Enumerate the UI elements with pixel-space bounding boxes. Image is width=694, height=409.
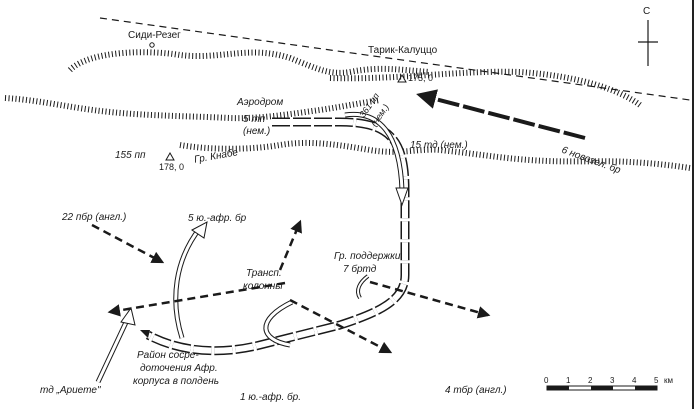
escarpment-north: [67, 49, 642, 108]
label-height-175: 175, 0: [408, 73, 434, 83]
label-aerodrom: Аэродром: [237, 97, 284, 108]
label-5-tp-line1: 5 тп: [243, 114, 266, 125]
scale-tick-2: 2: [588, 376, 593, 385]
label-5-tp-line2: (нем.): [243, 126, 271, 137]
label-ariete: тд „Ариете": [40, 385, 101, 396]
label-support-group-line2: 7 бртд: [343, 264, 377, 275]
label-15-td: 15 тд (нем.): [410, 140, 468, 151]
north-label: С: [643, 6, 651, 17]
height-178-triangle: [165, 151, 175, 161]
arrow-transport-columns: [263, 299, 294, 348]
label-transport-line1: Трансп.: [246, 268, 282, 279]
scale-unit: км: [664, 376, 673, 385]
label-area-line2: доточения Афр.: [140, 363, 218, 374]
label-5-sa-brigade: 5 ю.-афр. бр: [188, 213, 247, 224]
label-22-pbr: 22 пбр (англ.): [62, 212, 127, 223]
label-4-tbr: 4 тбр (англ.): [445, 385, 507, 396]
scale-tick-0: 0: [544, 376, 549, 385]
label-sidi-rezeg: Сиди-Резег: [128, 30, 181, 41]
label-support-group-line1: Гр. поддержки: [334, 251, 401, 262]
scale-tick-5: 5: [654, 376, 659, 385]
label-area-line3: корпуса в полдень: [133, 376, 220, 387]
arrow-22-pbr: [91, 223, 165, 264]
scale-bar: [546, 385, 658, 391]
arrow-6-nz-brigade: [416, 89, 586, 140]
escarpment-south: [4, 95, 691, 171]
arrow-361-pp: [344, 111, 409, 207]
north-arrow: [638, 20, 658, 66]
arrow-transport-southeast: [289, 298, 393, 354]
height-175-triangle: [397, 73, 407, 83]
scale-tick-1: 1: [566, 376, 571, 385]
label-1-sa-brigade: 1 ю.-афр. бр.: [240, 392, 301, 403]
scale-tick-3: 3: [610, 376, 615, 385]
label-tarik-kalutstso: Тарик-Калуццо: [368, 45, 438, 56]
label-height-178: 178, 0: [159, 162, 185, 172]
road-tarik-kalutstso: [99, 17, 691, 101]
label-area-line1: Район сосре-: [137, 350, 199, 361]
scale-tick-4: 4: [632, 376, 637, 385]
arrow-support-group-hook: [356, 274, 370, 300]
label-transport-line2: колонны: [243, 281, 283, 292]
arrow-transport-west: [107, 281, 286, 317]
arrow-support-group-east: [369, 280, 491, 319]
sidi-rezeg-marker: [149, 42, 155, 48]
arrow-transport-north: [278, 219, 302, 271]
arrow-5-sa-brigade: [173, 221, 208, 339]
arrow-ariete: [95, 306, 136, 384]
label-155-pp: 155 пп: [115, 150, 146, 161]
